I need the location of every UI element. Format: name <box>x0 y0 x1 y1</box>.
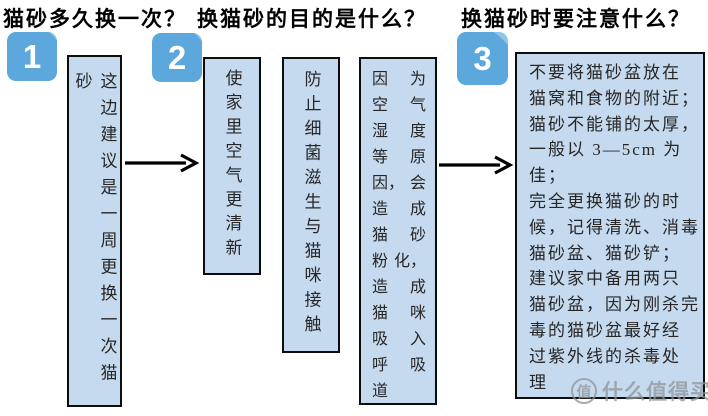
purpose-bacteria-text: 防止细菌滋生与猫咪接触 <box>301 70 321 340</box>
purpose-fresh-air-text: 使家里空气更清新 <box>222 69 242 263</box>
text-segment: 猫 <box>372 227 389 244</box>
step-badge-2: 2 <box>152 33 202 82</box>
text-line: 完全更换猫砂的时 <box>529 191 681 211</box>
text-line: 猫砂 <box>372 220 426 246</box>
text-segment: 原 <box>409 149 426 166</box>
precautions-box: 不要将猫砂盆放在猫窝和食物的附近； 猫砂不能铺的太厚， 一般以 3—5cm 为佳； 完… <box>515 52 705 399</box>
text-segment: 造 <box>372 279 389 296</box>
text-line: 猫咪 <box>372 298 426 324</box>
text-segment: 会 <box>409 175 426 192</box>
text-line: 吸入 <box>372 324 426 350</box>
flow-arrow-icon <box>439 155 514 175</box>
smzdm-watermark: 值 什么值得买 <box>571 376 708 406</box>
text-line: 过紫外线的杀毒处 <box>529 346 681 366</box>
text-segment: 成 <box>409 279 426 296</box>
purpose-box-bacteria: 防止细菌滋生与猫咪接触 <box>282 57 340 353</box>
text-segment: 咪 <box>409 305 426 322</box>
text-segment: 因 <box>372 71 389 88</box>
text-line: 猫砂不能铺的太厚， <box>529 114 700 134</box>
text-line: 猫砂盆、猫砂铲； <box>529 243 681 263</box>
text-segment: 因， <box>372 175 405 192</box>
text-segment: 度 <box>409 123 426 140</box>
text-line: 因，会 <box>372 168 426 194</box>
text-line: 粉化， <box>372 246 426 272</box>
text-segment: 化， <box>393 253 426 270</box>
text-segment: 呼 <box>372 357 389 374</box>
text-line: 一般以 3—5cm 为 <box>529 140 683 160</box>
text-line: 毒的猫砂盆最好经 <box>529 320 681 340</box>
text-line: 佳； <box>529 166 567 186</box>
text-line: 建议家中备用两只 <box>529 269 681 289</box>
text-line: 湿度 <box>372 116 426 142</box>
text-segment: 等 <box>372 149 389 166</box>
smzdm-watermark-text: 什么值得买 <box>602 381 708 404</box>
text-line: 造成 <box>372 272 426 298</box>
text-segment: 道 <box>372 383 389 400</box>
text-line: 造成 <box>372 194 426 220</box>
step-badge-3: 3 <box>457 32 508 85</box>
text-line: 猫砂盆，因为刚杀完 <box>529 295 700 315</box>
text-segment: 为 <box>409 71 426 88</box>
text-segment: 成 <box>409 201 426 218</box>
text-line: 呼吸 <box>372 350 426 376</box>
text-line: 不要将猫砂盆放在 <box>529 63 681 82</box>
section-title-caution: 换猫砂时要注意什么？ <box>461 7 691 31</box>
text-segment: 气 <box>409 97 426 114</box>
text-line: 候，记得清洗、消毒 <box>529 217 700 237</box>
text-segment: 砂 <box>409 227 426 244</box>
purpose-box-dust: 因为空气湿度等原因，会造成猫砂粉化，造成猫咪吸入呼吸道 <box>359 57 437 405</box>
text-segment: 造 <box>372 201 389 218</box>
text-segment: 吸 <box>409 357 426 374</box>
text-segment: 入 <box>409 331 426 348</box>
smzdm-logo-char: 值 <box>576 383 592 401</box>
step-badge-1: 1 <box>7 32 57 81</box>
smzdm-logo-icon: 值 <box>571 378 597 404</box>
step1-advice-box: 这边建议是一周更换一次猫砂 <box>67 55 122 407</box>
text-line: 因为 <box>372 64 426 90</box>
text-segment: 猫 <box>372 305 389 322</box>
section-title-purpose: 换猫砂的目的是什么？ <box>197 7 427 31</box>
text-segment: 湿 <box>372 123 389 140</box>
step-number-3: 3 <box>473 39 492 77</box>
text-line: 等原 <box>372 142 426 168</box>
purpose-box-fresh-air: 使家里空气更清新 <box>203 57 261 275</box>
section-title-frequency: 猫砂多久换一次？ <box>3 7 187 31</box>
text-line: 空气 <box>372 90 426 116</box>
text-segment: 粉 <box>372 253 389 270</box>
text-line: 猫窝和食物的附近； <box>529 88 700 108</box>
text-line: 道 <box>372 376 426 402</box>
step-number-2: 2 <box>167 38 187 76</box>
step1-advice-text: 这边建议是一周更换一次猫砂 <box>72 72 117 390</box>
text-segment: 空 <box>372 97 389 114</box>
text-line: 理 <box>529 372 548 392</box>
flow-arrow-icon <box>125 153 200 173</box>
step-number-1: 1 <box>22 37 42 75</box>
text-segment: 吸 <box>372 331 389 348</box>
